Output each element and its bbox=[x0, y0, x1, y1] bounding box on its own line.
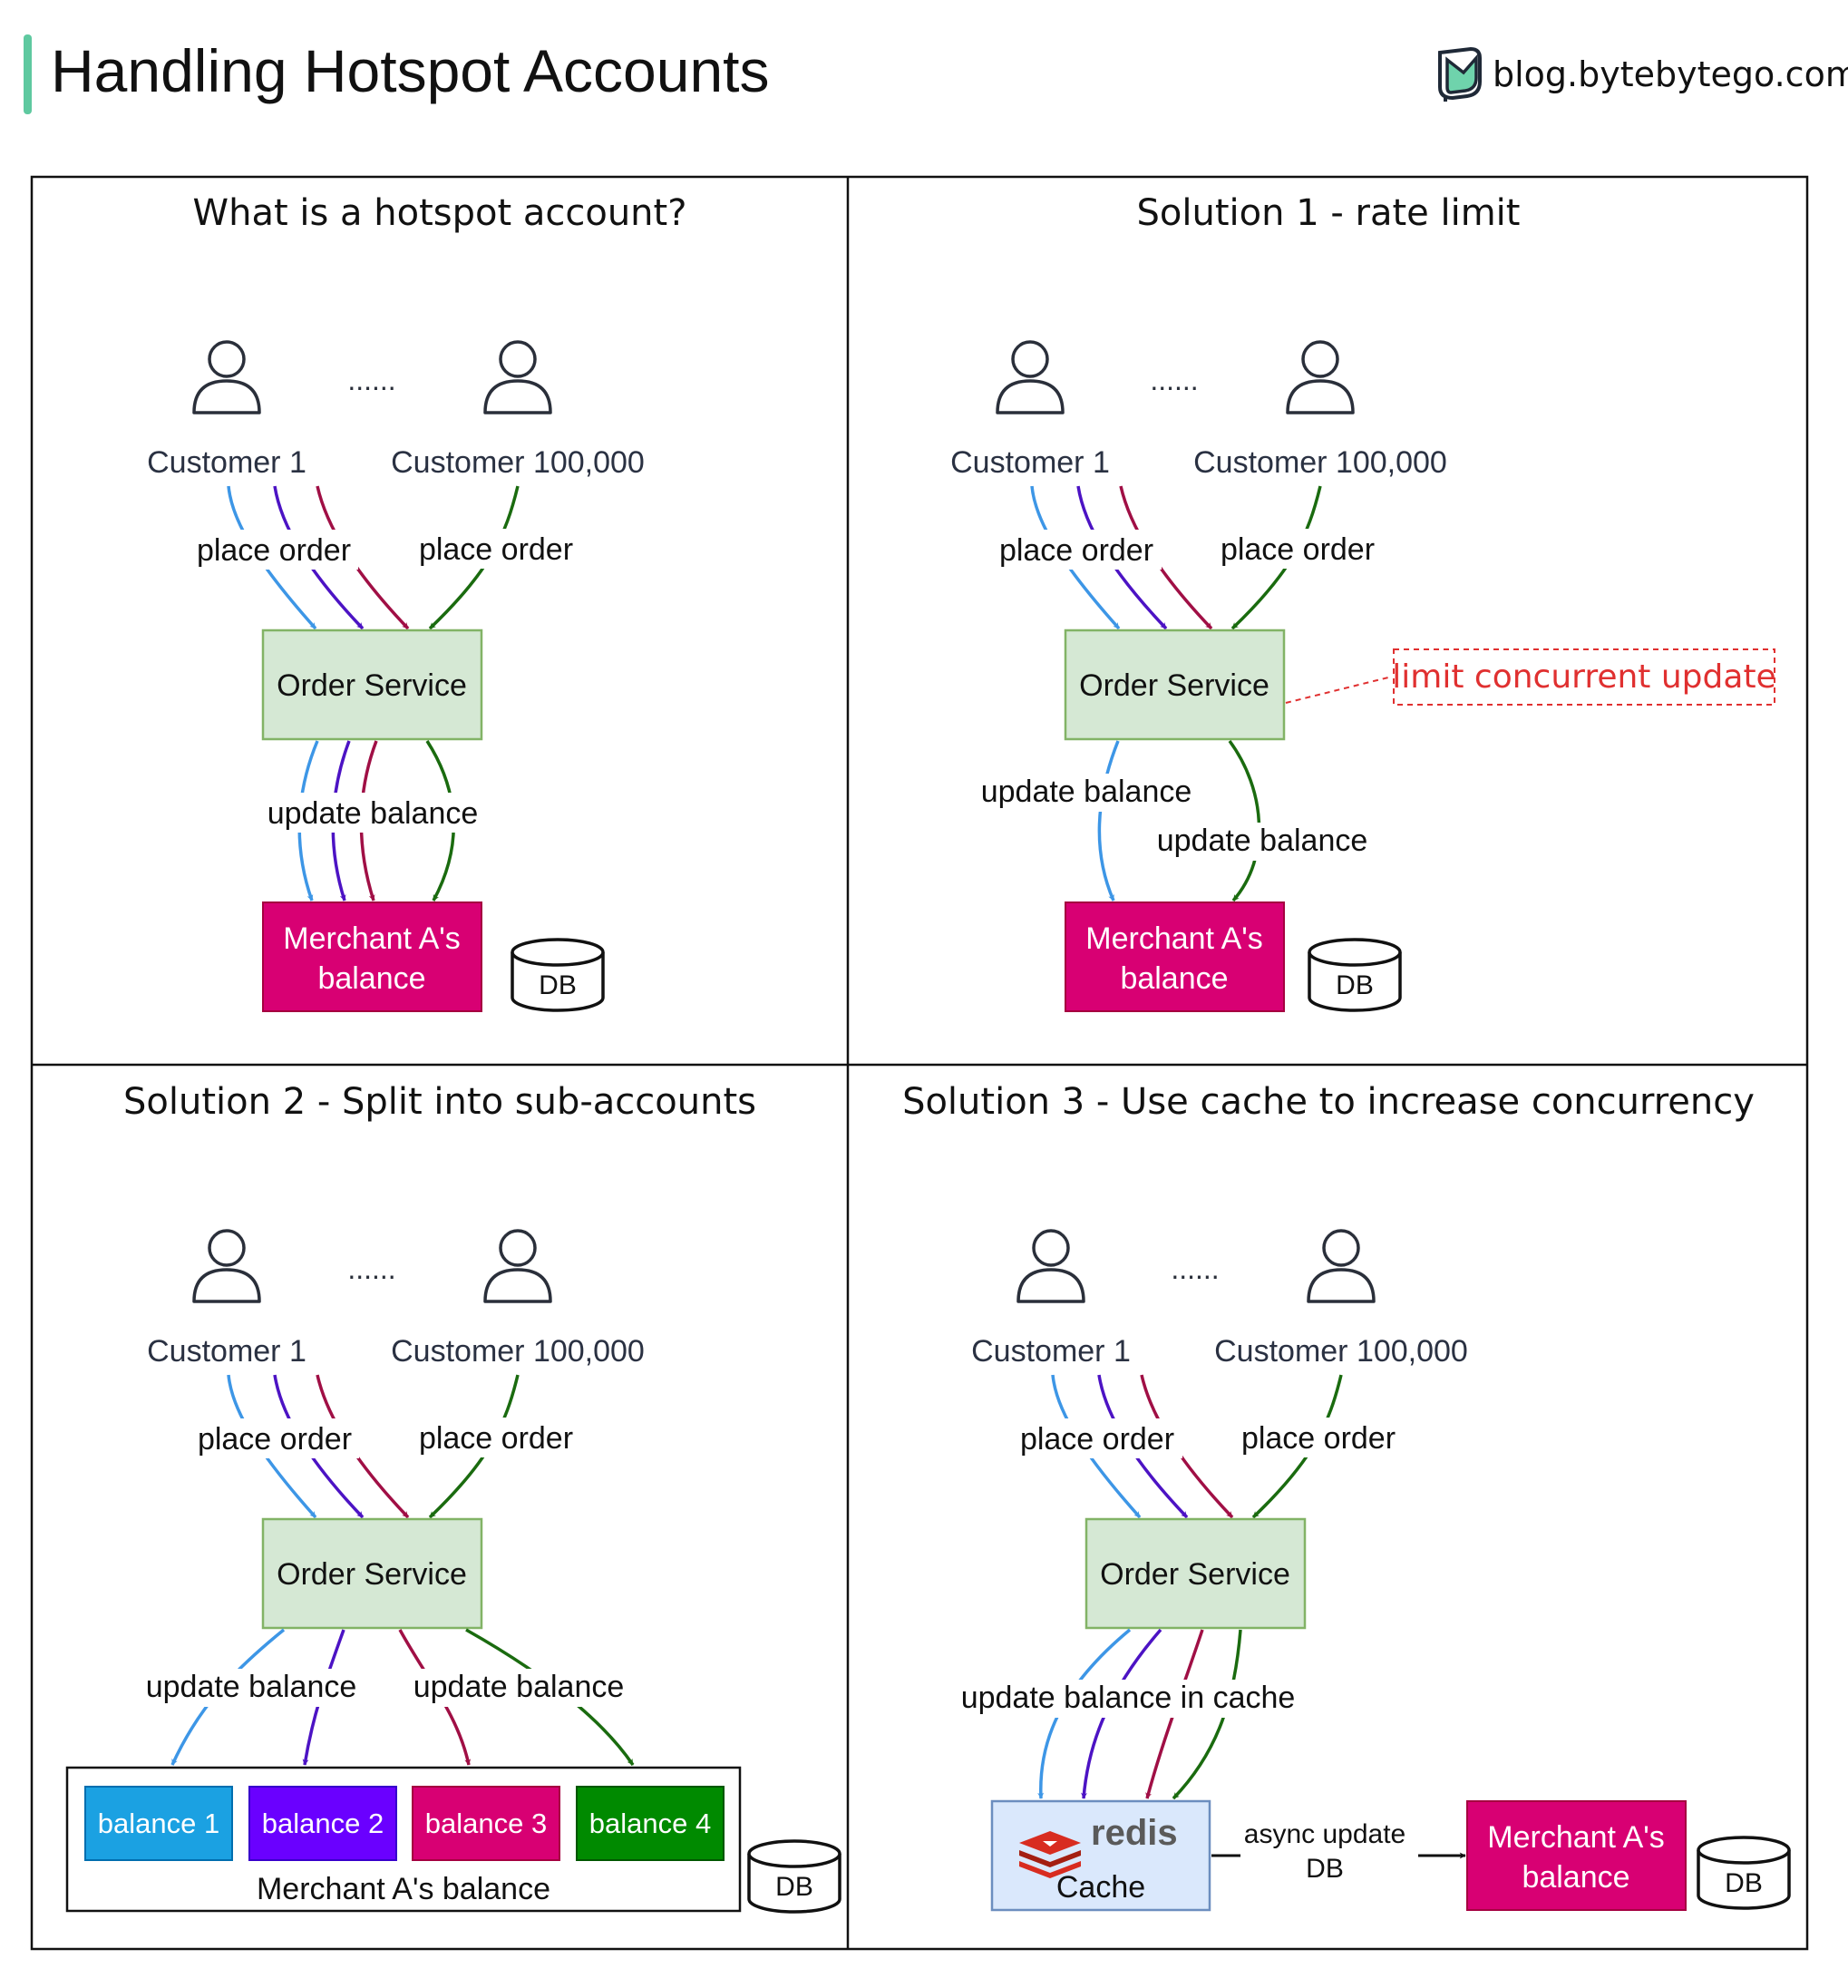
update-balance-label: update balance bbox=[1157, 823, 1368, 858]
ellipsis: ...... bbox=[1150, 364, 1198, 396]
db-label: DB bbox=[1336, 970, 1374, 1000]
ellipsis: ...... bbox=[347, 1252, 395, 1285]
ellipsis: ...... bbox=[1171, 1252, 1219, 1285]
order-service-box bbox=[1084, 1517, 1307, 1630]
panel-title: What is a hotspot account? bbox=[193, 192, 687, 234]
user-icon bbox=[192, 1229, 261, 1303]
async-update-label: async update bbox=[1244, 1819, 1405, 1849]
bytebytego-logo-icon bbox=[1438, 46, 1482, 102]
user-icon bbox=[483, 340, 552, 414]
db-label: DB bbox=[539, 970, 577, 1000]
balance-label: balance 2 bbox=[262, 1808, 384, 1839]
update-balance-label: update balance bbox=[981, 775, 1192, 809]
user-icon bbox=[996, 340, 1065, 414]
merchant-balance-box bbox=[262, 901, 482, 1012]
merchant-balance-label: Merchant A's bbox=[283, 921, 460, 956]
merchant-balance-box bbox=[1466, 1800, 1687, 1911]
place-order-label: place order bbox=[999, 533, 1153, 568]
merchant-balance-label: Merchant A's bbox=[1487, 1820, 1664, 1855]
order-service-label: Order Service bbox=[1100, 1557, 1290, 1592]
customer-100000-label: Customer 100,000 bbox=[1193, 445, 1447, 480]
customer-1-label: Customer 1 bbox=[147, 1334, 306, 1369]
merchant-balance-box bbox=[1065, 901, 1285, 1012]
arrow-update-cache bbox=[1172, 1629, 1242, 1800]
user-icon bbox=[1307, 1229, 1376, 1303]
limit-concurrent-update-label: limit concurrent update bbox=[1392, 658, 1775, 696]
panel-title: Solution 2 - Split into sub-accounts bbox=[123, 1081, 756, 1123]
cache-label: Cache bbox=[1056, 1870, 1145, 1905]
db-label: DB bbox=[775, 1872, 813, 1902]
balance-label: balance 3 bbox=[425, 1808, 547, 1839]
balance-label: balance 4 bbox=[589, 1808, 711, 1839]
brand-url: blog.bytebytego.com bbox=[1493, 54, 1848, 94]
user-icon bbox=[483, 1229, 552, 1303]
update-balance-label: update balance bbox=[267, 796, 479, 831]
customer-100000-label: Customer 100,000 bbox=[391, 445, 645, 480]
async-update-label: DB bbox=[1306, 1854, 1344, 1884]
customer-100000-label: Customer 100,000 bbox=[1214, 1334, 1468, 1369]
update-balance-label: update balance bbox=[146, 1670, 357, 1704]
order-service-label: Order Service bbox=[277, 668, 467, 703]
panel-hotspot: What is a hotspot account? ...... Custom… bbox=[147, 192, 687, 1012]
customer-1-label: Customer 1 bbox=[971, 1334, 1131, 1369]
place-order-label: place order bbox=[419, 1421, 573, 1456]
outer-frame bbox=[30, 175, 1809, 1951]
panel-sub-accounts: Solution 2 - Split into sub-accounts ...… bbox=[65, 1081, 841, 1914]
page-title: Handling Hotspot Accounts bbox=[51, 37, 770, 104]
arrow-update-balance bbox=[1228, 739, 1261, 902]
place-order-label: place order bbox=[198, 1422, 352, 1457]
order-service-label: Order Service bbox=[277, 1557, 467, 1592]
update-balance-label: update balance bbox=[413, 1670, 625, 1704]
order-service-label: Order Service bbox=[1079, 668, 1269, 703]
panel-rate-limit: Solution 1 - rate limit ...... Customer … bbox=[950, 192, 1776, 1012]
balance-1-box bbox=[84, 1786, 233, 1861]
user-icon bbox=[192, 340, 261, 414]
title-accent-bar bbox=[24, 34, 32, 114]
db-label: DB bbox=[1725, 1868, 1763, 1898]
balance-4-box bbox=[576, 1786, 725, 1861]
panel-title: Solution 1 - rate limit bbox=[1137, 192, 1521, 234]
annotation-connector bbox=[1285, 676, 1393, 704]
user-icon bbox=[1016, 1229, 1085, 1303]
user-icon bbox=[1286, 340, 1355, 414]
balance-3-box bbox=[412, 1786, 560, 1861]
ellipsis: ...... bbox=[347, 364, 395, 396]
place-order-label: place order bbox=[1241, 1421, 1396, 1456]
merchant-balance-label: balance bbox=[317, 961, 425, 996]
merchant-balance-label: balance bbox=[1522, 1860, 1629, 1895]
merchant-balance-label: Merchant A's bbox=[1085, 921, 1262, 956]
panel-cache: Solution 3 - Use cache to increase concu… bbox=[902, 1081, 1791, 1912]
limit-concurrent-update-note bbox=[1393, 648, 1775, 706]
order-service-box bbox=[261, 629, 483, 741]
order-service-box bbox=[1064, 629, 1286, 741]
balance-2-box bbox=[248, 1786, 397, 1861]
place-order-label: place order bbox=[1221, 532, 1375, 567]
place-order-label: place order bbox=[197, 533, 351, 568]
update-balance-in-cache-label: update balance in cache bbox=[961, 1681, 1296, 1715]
arrow-update-balance bbox=[1097, 740, 1120, 901]
panel-title: Solution 3 - Use cache to increase concu… bbox=[902, 1081, 1755, 1123]
customer-1-label: Customer 1 bbox=[950, 445, 1110, 480]
merchant-balance-label: Merchant A's balance bbox=[257, 1872, 550, 1906]
customer-1-label: Customer 1 bbox=[147, 445, 306, 480]
place-order-label: place order bbox=[419, 532, 573, 567]
place-order-label: place order bbox=[1020, 1422, 1174, 1457]
balance-label: balance 1 bbox=[98, 1808, 219, 1839]
customer-100000-label: Customer 100,000 bbox=[391, 1334, 645, 1369]
redis-logo-icon bbox=[1019, 1831, 1081, 1878]
redis-label: redis bbox=[1091, 1813, 1178, 1853]
order-service-box bbox=[261, 1517, 483, 1630]
merchant-balance-label: balance bbox=[1120, 961, 1228, 996]
